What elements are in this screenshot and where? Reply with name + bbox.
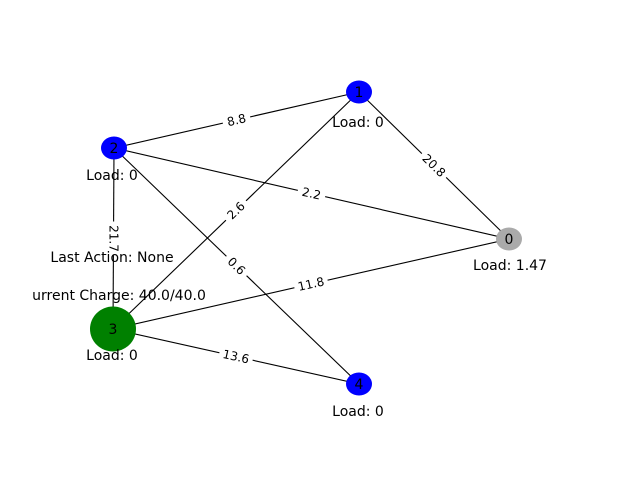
edge-label-bg	[221, 196, 251, 225]
edge-label-bg	[222, 251, 251, 281]
node-3	[90, 306, 136, 352]
nodes	[90, 80, 522, 396]
node-3-load-label: Load: 0	[86, 348, 138, 364]
node-4-load-label: Load: 0	[332, 404, 384, 420]
node-3-id: 3	[109, 322, 118, 338]
node-3-last-action-label: Last Action: None	[50, 250, 173, 266]
edge-weight-3-0: 11.8	[296, 274, 325, 294]
edge-label-bg	[296, 183, 327, 204]
node-0-load-label: Load: 1.47	[473, 258, 547, 274]
edge-label-bg	[218, 345, 254, 368]
edge-labels: 8.8 20.8 2.6 2.2 21.7 0.6	[105, 109, 451, 368]
node-4-id: 4	[355, 377, 364, 393]
node-3-charge-label: urrent Charge: 40.0/40.0	[32, 288, 206, 304]
edge-label-bg	[221, 109, 252, 131]
node-2-id: 2	[110, 141, 119, 157]
edge-label-3-4: 13.6	[218, 345, 254, 368]
node-1-id: 1	[355, 85, 364, 101]
edge-weight-2-0: 2.2	[301, 185, 323, 203]
edge-label-2-0: 2.2	[296, 183, 327, 204]
edges	[112, 91, 510, 385]
edge-weight-2-3: 21.7	[106, 225, 120, 252]
node-annotations: Load: 1.47 Load: 0 Load: 0 Last Action: …	[32, 115, 547, 420]
node-1-load-label: Load: 0	[332, 115, 384, 131]
node-id-labels: 0 1 2 3 4	[109, 85, 514, 393]
edge-weight-2-1: 8.8	[226, 111, 248, 129]
edge-label-3-0: 11.8	[293, 273, 329, 295]
edge-label-bg	[293, 273, 329, 295]
node-2	[101, 136, 127, 160]
node-1	[346, 80, 372, 104]
edge-label-bg	[417, 149, 451, 182]
edge-weight-3-4: 13.6	[221, 347, 250, 366]
edge-label-2-1: 8.8	[221, 109, 252, 131]
edge-label-bg	[105, 221, 122, 256]
node-0	[496, 227, 522, 251]
node-2-load-label: Load: 0	[86, 168, 138, 184]
node-0-id: 0	[505, 232, 514, 248]
edge-label-2-3: 21.7	[105, 221, 122, 256]
node-4	[346, 372, 372, 396]
